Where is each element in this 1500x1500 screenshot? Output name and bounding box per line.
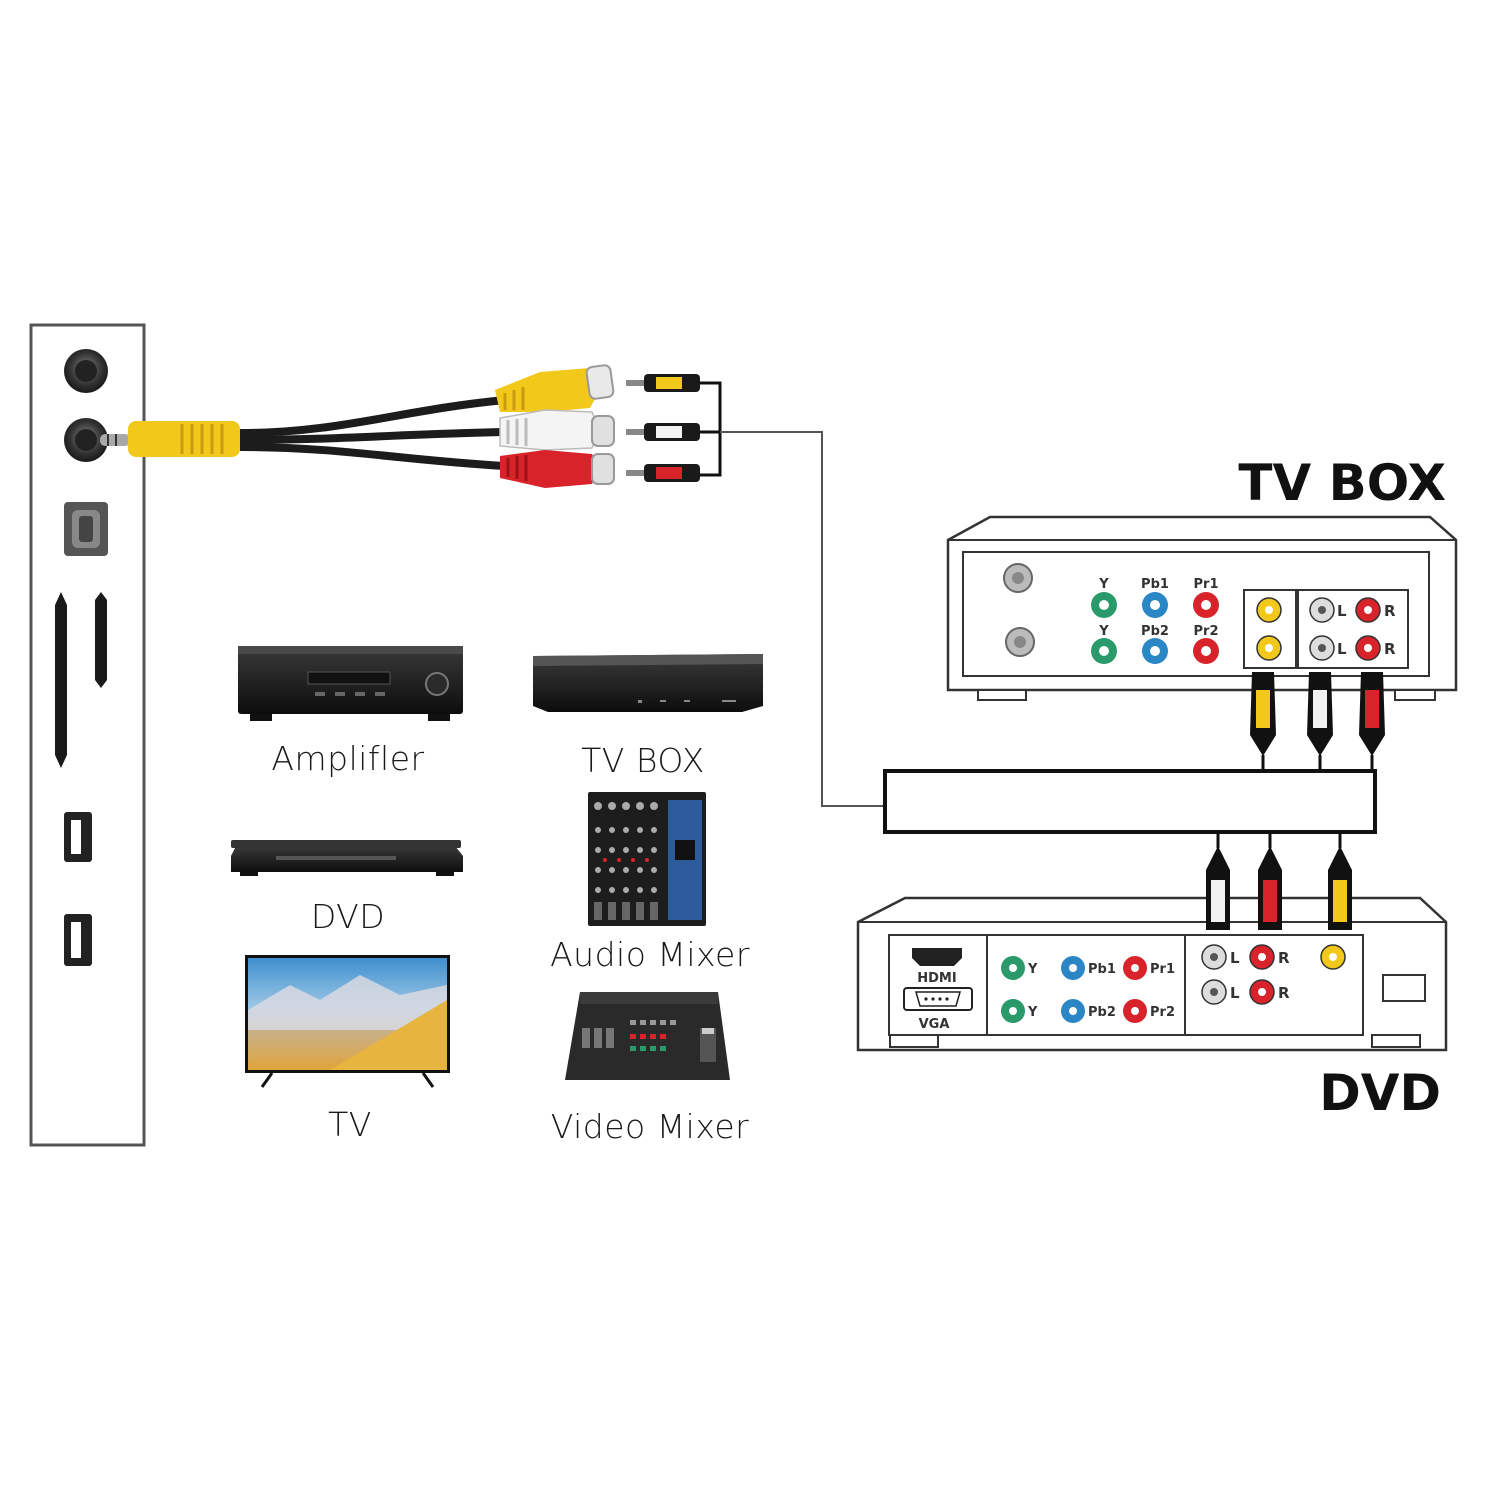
port-label: Y — [1027, 1005, 1038, 1020]
port-label: Pr2 — [1150, 1005, 1175, 1020]
component-jacks: Y Pb1 Pr1 Y Pb2 Pr2 — [1001, 956, 1175, 1023]
port-label: Pb1 — [1088, 962, 1116, 977]
port-label: Pr1 — [1194, 577, 1219, 592]
port-label: L — [1337, 602, 1347, 620]
audio-mixer-image — [588, 792, 706, 926]
usb-port-icon — [64, 914, 92, 966]
port-label: Pr2 — [1194, 624, 1219, 639]
splitter-hub — [883, 769, 1377, 834]
tv-box-device: TV BOX Y Pb1 Pr1 Y Pb2 Pr2 — [946, 454, 1458, 771]
amplifier-image — [238, 646, 463, 721]
port-label: L — [1230, 949, 1240, 967]
dvd-title: DVD — [1319, 1064, 1441, 1122]
rca-male-white — [626, 423, 700, 441]
rca-male-red — [626, 464, 700, 482]
hdmi-label: HDMI — [917, 971, 956, 986]
rca-female-red — [500, 450, 615, 488]
component-jacks: Y Pb1 Pr1 Y Pb2 Pr2 — [1091, 577, 1219, 664]
port-label: Pr1 — [1150, 962, 1175, 977]
port-label: R — [1278, 984, 1290, 1002]
vga-label: VGA — [919, 1017, 950, 1032]
headphone-jack-icon — [64, 349, 108, 393]
dvd-player-image — [231, 840, 463, 876]
port-label: Pb1 — [1141, 577, 1169, 592]
port-label: R — [1384, 602, 1396, 620]
tv-box-title: TV BOX — [1238, 454, 1446, 512]
signal-line — [720, 431, 885, 807]
hdmi-port-icon — [912, 948, 962, 966]
tv-side-panel — [29, 323, 146, 1147]
port-label: R — [1278, 949, 1290, 967]
port-label: R — [1384, 640, 1396, 658]
device-label-tv-box: TV BOX — [581, 741, 705, 780]
dvd-device: HDMI VGA Y Pb1 Pr1 Y Pb2 Pr2 L R — [856, 832, 1448, 1122]
vga-port-icon — [903, 987, 973, 1011]
video-mixer-image — [565, 992, 730, 1080]
device-label-video-mixer: Video Mixer — [551, 1107, 749, 1146]
rca-male-yellow — [626, 374, 700, 392]
device-label-dvd: DVD — [311, 897, 385, 936]
usb-port-icon — [64, 812, 92, 862]
av-jack-icon — [64, 418, 108, 462]
optical-port-icon — [64, 502, 108, 556]
tv-box-image — [533, 654, 763, 712]
device-label-audio-mixer: Audio Mixer — [550, 935, 750, 974]
port-label: L — [1230, 984, 1240, 1002]
dvd-rca-plugs — [1206, 846, 1352, 930]
port-label: Pb2 — [1141, 624, 1169, 639]
card-slot-icon — [55, 592, 107, 768]
av-adapter-cable — [100, 364, 615, 488]
port-label: Y — [1098, 577, 1109, 592]
tv-image — [245, 955, 450, 1088]
device-label-amplifier: Amplifler — [271, 739, 424, 778]
port-label: L — [1337, 640, 1347, 658]
rca-female-yellow — [495, 364, 615, 412]
rca-female-white — [499, 409, 615, 451]
port-label: Y — [1098, 624, 1109, 639]
port-label: Pb2 — [1088, 1005, 1116, 1020]
rca-male-plugs — [626, 374, 722, 482]
device-label-tv: TV — [328, 1105, 372, 1144]
tvbox-rca-plugs — [1250, 672, 1385, 771]
port-label: Y — [1027, 962, 1038, 977]
